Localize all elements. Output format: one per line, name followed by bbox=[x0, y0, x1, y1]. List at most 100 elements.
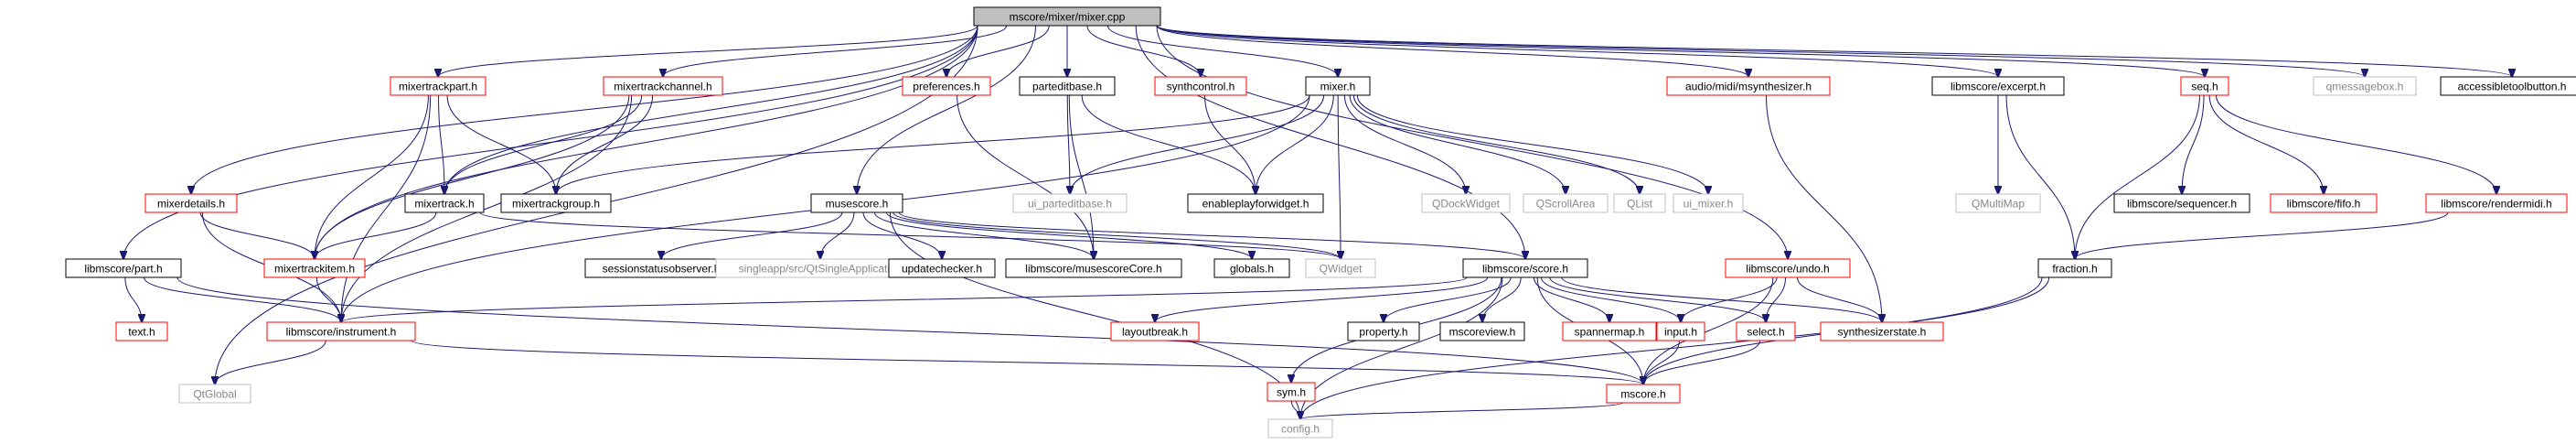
node-sequencer[interactable]: libmscore/sequencer.h bbox=[2113, 193, 2250, 213]
node-part[interactable]: libmscore/part.h bbox=[65, 258, 182, 278]
node-label-sessionstatusobserver: sessionstatusobserver.h bbox=[603, 263, 721, 276]
edge-root-to-mixer_h bbox=[1106, 25, 1338, 77]
node-label-fifo: libmscore/fifo.h bbox=[2287, 198, 2361, 211]
node-rendermidi[interactable]: libmscore/rendermidi.h bbox=[2425, 193, 2568, 213]
edge-mixertrackchannel-to-mixertrackitem bbox=[315, 94, 630, 259]
edge-mixer_h-to-qscrollarea bbox=[1349, 94, 1566, 194]
node-fifo[interactable]: libmscore/fifo.h bbox=[2270, 193, 2378, 213]
node-box-fraction bbox=[2037, 258, 2112, 278]
node-box-score bbox=[1462, 258, 1588, 278]
node-musescore[interactable]: musescore.h bbox=[810, 193, 903, 213]
node-excerpt[interactable]: libmscore/excerpt.h bbox=[1931, 76, 2065, 96]
edge-musescore-to-score bbox=[898, 211, 1525, 259]
node-layoutbreak[interactable]: layoutbreak.h bbox=[1110, 321, 1200, 341]
node-label-mixerdetails: mixerdetails.h bbox=[157, 198, 225, 211]
edge-root-to-seq bbox=[1156, 25, 2205, 77]
node-mixertrackitem[interactable]: mixertrackitem.h bbox=[263, 258, 366, 278]
node-label-sym: sym.h bbox=[1277, 386, 1306, 399]
node-label-qdockwidget: QDockWidget bbox=[1432, 198, 1501, 211]
node-msynthesizer[interactable]: audio/midi/msynthesizer.h bbox=[1666, 76, 1831, 96]
edge-root-to-mixertrackchannel bbox=[663, 25, 1008, 77]
edge-root-to-musescore bbox=[857, 25, 1036, 194]
node-mixertrackgroup[interactable]: mixertrackgroup.h bbox=[500, 193, 612, 213]
node-score[interactable]: libmscore/score.h bbox=[1462, 258, 1588, 278]
edge-score-to-synthesizerstate bbox=[1561, 276, 1882, 322]
node-input[interactable]: input.h bbox=[1656, 321, 1705, 341]
node-label-mixertrackpart: mixertrackpart.h bbox=[399, 81, 477, 93]
node-synthcontrol[interactable]: synthcontrol.h bbox=[1154, 76, 1247, 96]
node-sym[interactable]: sym.h bbox=[1267, 382, 1316, 402]
node-text[interactable]: text.h bbox=[115, 321, 168, 341]
node-label-mixertrack: mixertrack.h bbox=[414, 198, 474, 211]
edge-seq-to-fifo bbox=[2208, 94, 2324, 194]
node-undo[interactable]: libmscore/undo.h bbox=[1725, 258, 1851, 278]
node-label-enableplayforwidget: enableplayforwidget.h bbox=[1202, 198, 1309, 211]
node-preferences[interactable]: preferences.h bbox=[902, 76, 991, 96]
edge-undo-to-input bbox=[1681, 276, 1778, 322]
node-root[interactable]: mscore/mixer/mixer.cpp bbox=[973, 6, 1161, 27]
edge-score-to-instrument bbox=[341, 276, 1468, 322]
node-box-accessibletoolbutton bbox=[2440, 76, 2576, 96]
node-enableplayforwidget[interactable]: enableplayforwidget.h bbox=[1187, 193, 1324, 213]
edge-mixertrackitem-to-instrument bbox=[315, 276, 341, 322]
node-seq[interactable]: seq.h bbox=[2180, 76, 2229, 96]
node-musescorecore[interactable]: libmscore/musescoreCore.h bbox=[1005, 258, 1182, 278]
node-label-mixertrackgroup: mixertrackgroup.h bbox=[512, 198, 600, 211]
node-label-synthesizerstate: synthesizerstate.h bbox=[1838, 326, 1927, 339]
node-select[interactable]: select.h bbox=[1736, 321, 1796, 341]
edge-seq-to-sequencer bbox=[2182, 94, 2205, 194]
edge-root-to-excerpt bbox=[1156, 25, 1998, 77]
edge-instrument-to-qtglobal bbox=[215, 340, 326, 384]
node-label-msynthesizer: audio/midi/msynthesizer.h bbox=[1685, 81, 1812, 93]
node-label-config: config.h bbox=[1281, 423, 1320, 436]
node-mixertrack[interactable]: mixertrack.h bbox=[404, 193, 485, 213]
node-label-root: mscore/mixer/mixer.cpp bbox=[1010, 11, 1126, 24]
node-box-select bbox=[1736, 321, 1796, 341]
node-qdockwidget: QDockWidget bbox=[1421, 193, 1511, 213]
node-label-preferences: preferences.h bbox=[913, 81, 979, 93]
edge-input-to-mscore bbox=[1643, 340, 1680, 384]
edge-score-to-input bbox=[1540, 276, 1681, 322]
node-parteditbase[interactable]: parteditbase.h bbox=[1019, 76, 1116, 96]
node-label-mscore: mscore.h bbox=[1620, 388, 1665, 401]
node-updatechecker[interactable]: updatechecker.h bbox=[888, 258, 996, 278]
edge-root-to-mixerdetails bbox=[191, 25, 978, 194]
edge-parteditbase-to-enableplayforwidget bbox=[1081, 94, 1256, 194]
edge-mixertrack-to-mixertrackitem bbox=[315, 211, 437, 259]
node-box-part bbox=[65, 258, 182, 278]
node-mscoreview[interactable]: mscoreview.h bbox=[1439, 321, 1525, 341]
edge-musescore-to-updatechecker bbox=[862, 211, 942, 259]
node-instrument[interactable]: libmscore/instrument.h bbox=[266, 321, 416, 341]
edge-fraction-to-config bbox=[1300, 276, 2043, 419]
node-accessibletoolbutton[interactable]: accessibletoolbutton.h bbox=[2440, 76, 2576, 96]
node-label-property: property.h bbox=[1359, 326, 1407, 339]
node-ui_mixer: ui_mixer.h bbox=[1673, 193, 1744, 213]
node-label-mixertrackchannel: mixertrackchannel.h bbox=[614, 81, 711, 93]
node-mixerdetails[interactable]: mixerdetails.h bbox=[144, 193, 238, 213]
edge-parteditbase-to-ui_parteditbase bbox=[1067, 94, 1070, 194]
node-box-enableplayforwidget bbox=[1187, 193, 1324, 213]
node-mixertrackchannel[interactable]: mixertrackchannel.h bbox=[603, 76, 723, 96]
node-fraction[interactable]: fraction.h bbox=[2037, 258, 2112, 278]
node-label-qmultimap: QMultiMap bbox=[1972, 198, 2025, 211]
node-mscore[interactable]: mscore.h bbox=[1606, 384, 1681, 404]
node-property[interactable]: property.h bbox=[1347, 321, 1420, 341]
edge-musescore-to-musescorecore bbox=[873, 211, 1094, 259]
node-spannermap[interactable]: spannermap.h bbox=[1562, 321, 1657, 341]
edge-mixertrack-to-qwidget bbox=[479, 211, 1341, 259]
node-synthesizerstate[interactable]: synthesizerstate.h bbox=[1820, 321, 1944, 341]
edge-rendermidi-to-fraction bbox=[2075, 211, 2449, 259]
node-globals[interactable]: globals.h bbox=[1213, 258, 1290, 278]
node-box-qdockwidget bbox=[1421, 193, 1511, 213]
node-box-root bbox=[973, 6, 1161, 27]
node-config: config.h bbox=[1267, 418, 1333, 439]
node-sessionstatusobserver[interactable]: sessionstatusobserver.h bbox=[584, 258, 738, 278]
node-label-qwidget: QWidget bbox=[1320, 263, 1363, 276]
node-mixer_h[interactable]: mixer.h bbox=[1305, 76, 1371, 96]
edge-root-to-mixertrackpart bbox=[438, 25, 978, 77]
edge-score-to-layoutbreak bbox=[1155, 276, 1489, 322]
node-mixertrackpart[interactable]: mixertrackpart.h bbox=[390, 76, 486, 96]
node-label-mixertrackitem: mixertrackitem.h bbox=[274, 263, 355, 276]
edge-undo-to-synthesizerstate bbox=[1797, 276, 1882, 322]
edge-mixertrackchannel-to-mixertrackgroup bbox=[556, 94, 654, 194]
